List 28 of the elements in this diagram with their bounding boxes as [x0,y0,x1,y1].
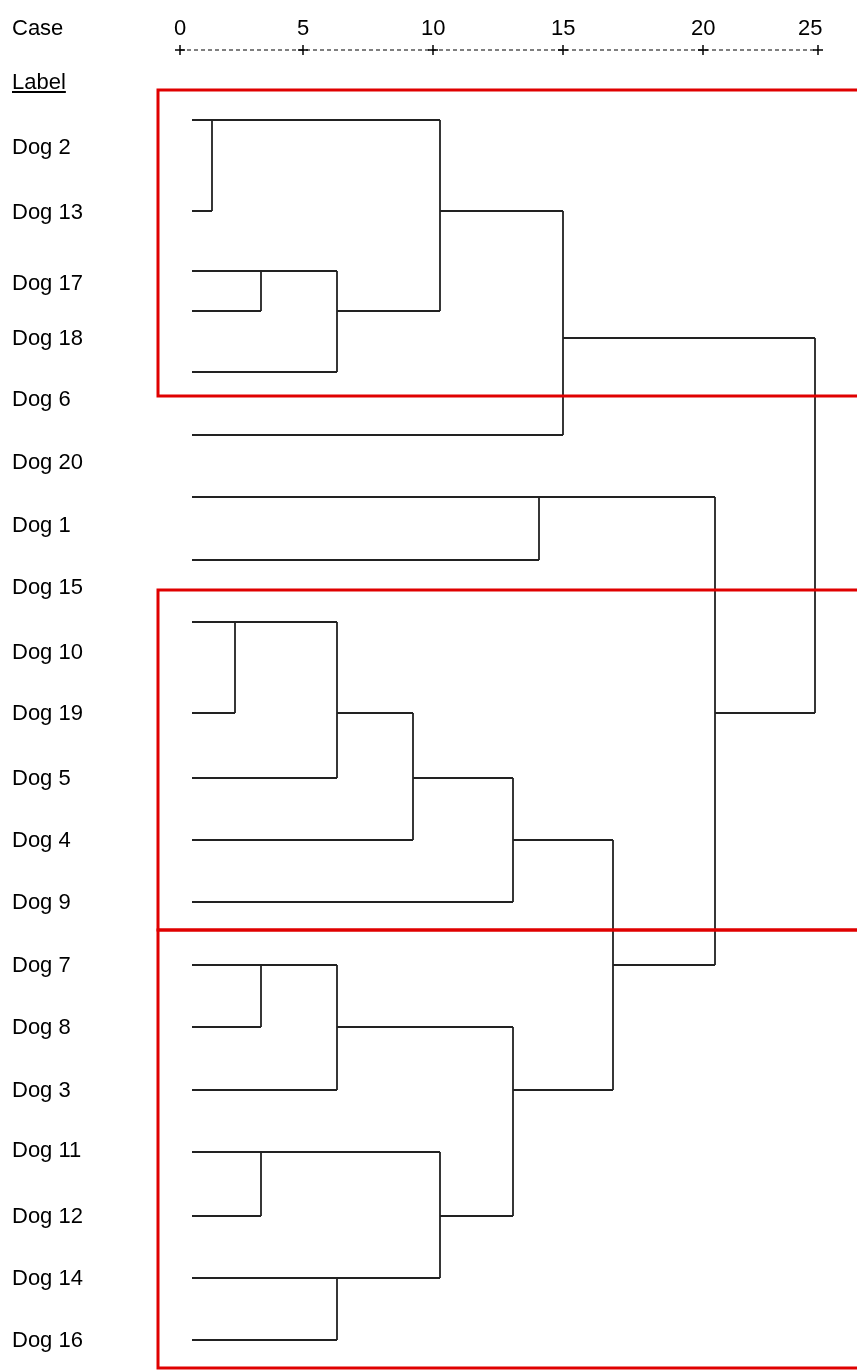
leaf-label: Dog 20 [12,449,83,475]
leaf-label: Dog 17 [12,270,83,296]
leaf-label: Dog 1 [12,512,71,538]
leaf-label: Dog 7 [12,952,71,978]
leaf-label: Dog 11 [12,1137,82,1163]
leaf-label: Dog 3 [12,1077,71,1103]
leaf-label: Dog 19 [12,700,83,726]
leaf-label: Dog 6 [12,386,71,412]
leaf-label: Dog 15 [12,574,83,600]
leaf-label: Dog 12 [12,1203,83,1229]
tick-label: 10 [421,15,446,41]
leaf-label: Dog 8 [12,1014,71,1040]
leaf-label: Dog 10 [12,639,83,665]
leaf-label: Dog 18 [12,325,83,351]
axis-title: Case [12,15,64,41]
leaf-label: Dog 16 [12,1327,83,1353]
tick-label: 0 [174,15,187,41]
leaf-label: Dog 13 [12,199,83,225]
tick-label: 15 [551,15,576,41]
column-header: Label [12,69,66,95]
tick-label: 25 [798,15,823,41]
leaf-label: Dog 14 [12,1265,83,1291]
leaf-label: Dog 4 [12,827,71,853]
leaf-label: Dog 9 [12,889,71,915]
tick-label: 20 [691,15,716,41]
tick-label: 5 [297,15,310,41]
leaf-label: Dog 5 [12,765,71,791]
leaf-label: Dog 2 [12,134,71,160]
